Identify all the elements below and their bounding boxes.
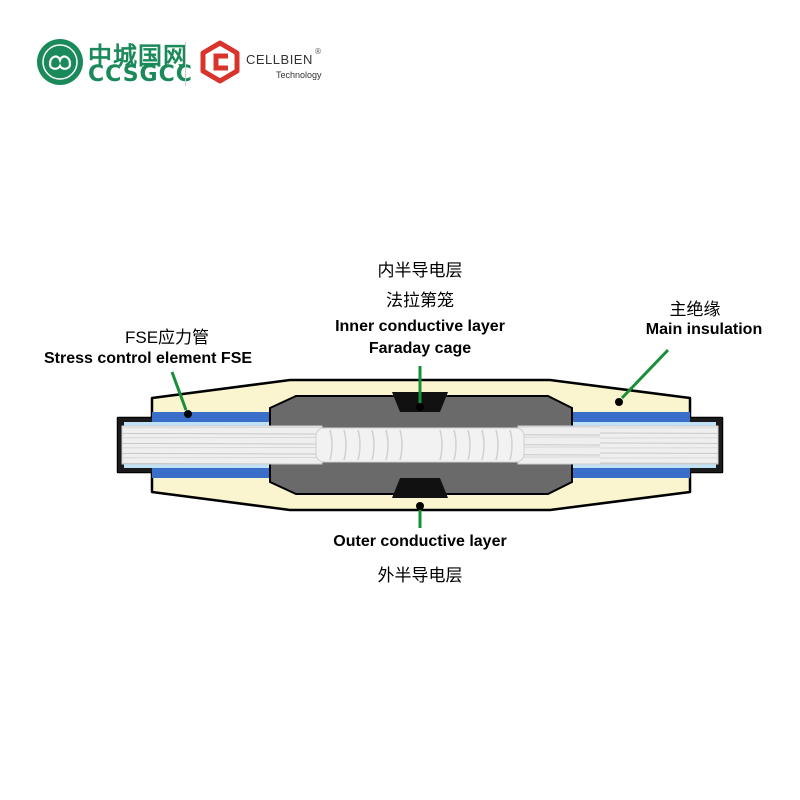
cellbien-logo-emblem <box>200 40 240 84</box>
connector-sleeve <box>315 427 525 463</box>
cellbien-registered: ® <box>314 47 322 56</box>
cellbien-name: CELLBIEN <box>246 52 313 67</box>
label-inner-en-1: Inner conductive layer <box>335 318 505 335</box>
ccsgcc-logo-cn: 中城国网 <box>88 42 188 70</box>
pointer-outer-dot <box>416 502 424 510</box>
ccsgcc-logo-emblem <box>37 39 83 85</box>
pointer-main-line <box>620 348 670 400</box>
faraday-cage-bottom <box>392 478 448 498</box>
label-inner-en-2: Faraday cage <box>368 340 472 357</box>
logo-divider <box>185 42 186 86</box>
cellbien-technology: Technology <box>276 70 322 80</box>
label-inner-cn-2: 法拉第笼 <box>386 291 454 310</box>
pointer-fse-line <box>170 371 188 411</box>
pointer-fse-dot <box>184 410 192 418</box>
pointer-inner-dot <box>416 403 424 411</box>
ccsgcc-logo-en: CCSGCC <box>88 62 193 87</box>
label-outer-cn: 外半导电层 <box>377 566 463 585</box>
label-fse-en: Stress control element FSE <box>43 350 253 367</box>
label-main-en: Main insulation <box>645 321 763 338</box>
label-inner-cn-1: 内半导电层 <box>377 261 463 280</box>
pointer-main-dot <box>615 398 623 406</box>
label-main-cn: 主绝缘 <box>669 300 721 319</box>
label-outer-en: Outer conductive layer <box>333 533 507 550</box>
label-fse-cn: FSE应力管 <box>124 328 210 347</box>
